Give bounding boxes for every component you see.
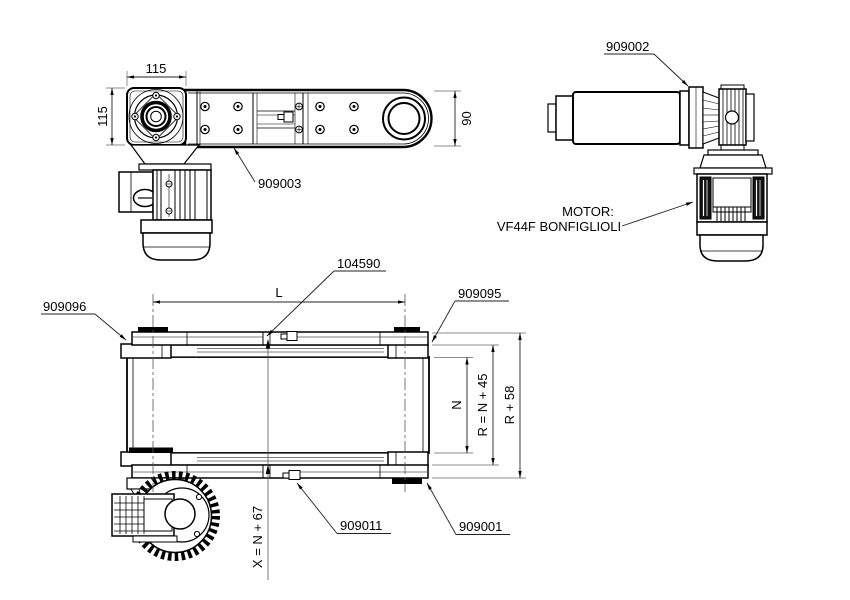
bolt-hole (315, 124, 325, 135)
right-bottom-callout: 909001 (426, 482, 510, 535)
bolt-hole (349, 101, 359, 112)
motor-neck (129, 144, 201, 165)
dimension-overall-width: X = N + 67 (250, 339, 271, 580)
screw-cross (295, 102, 303, 111)
dim-overall-width-text: X = N + 67 (250, 506, 265, 568)
gearbox-front (126, 87, 187, 146)
bottom-cross-rail (131, 464, 429, 479)
arm-callout: 909003 (233, 147, 301, 191)
coupling-callout-text: 909002 (606, 39, 649, 54)
motor-flange (138, 163, 212, 171)
view-conveyor-plan: L X = N + 67 N R = N + 45 R + 58 (41, 256, 526, 580)
right-top-callout: 909095 (431, 286, 509, 343)
dim-length-text: L (275, 285, 282, 300)
view-roller-drive-side: 909002 MOTOR: VF44F BONFIGLIOLI (497, 39, 773, 262)
dim-roller-width-text: R = N + 45 (475, 374, 490, 437)
right-top-callout-text: 909095 (458, 286, 501, 301)
rail-cap-br (392, 478, 422, 484)
bolt-hole (233, 101, 243, 112)
dimension-inner-width: N (434, 357, 473, 454)
motor-side-ribs (716, 207, 746, 221)
corner-block-tr (387, 343, 429, 359)
motor-note: MOTOR: VF44F BONFIGLIOLI (497, 201, 694, 234)
bolt-hole (200, 124, 210, 135)
right-bottom-callout-text: 909001 (459, 519, 502, 534)
roller-shell (572, 91, 681, 145)
dimension-frame-width: R + 58 (432, 332, 526, 479)
flange-bolt (131, 112, 139, 121)
assembly-callout-text: 104590 (337, 256, 380, 271)
hub-ring-inner (145, 106, 167, 127)
bolt-hole (200, 101, 210, 112)
rail-cap-tl (138, 327, 168, 333)
dimension-arm-height: 90 (434, 90, 474, 147)
corner-block-br (387, 451, 429, 467)
screw-cross (295, 125, 303, 134)
motor-side-end-cap (699, 234, 764, 262)
roller-cylinder (547, 91, 681, 145)
hub-ring (140, 100, 172, 133)
pin-callout-text: 909011 (340, 518, 382, 533)
belt-surface (126, 356, 430, 454)
view-drive-head-front: 115 115 90 909003 (95, 61, 474, 261)
pin-callout: 909011 (296, 482, 391, 534)
coupling-flange (679, 86, 704, 149)
top-pin (280, 331, 298, 341)
flange-bolt (152, 133, 160, 142)
dim-inner-width-text: N (449, 400, 464, 409)
rail-cap-bl (129, 447, 173, 453)
motor-note-line2: VF44F BONFIGLIOLI (497, 219, 621, 234)
dim-width-text: 115 (146, 61, 167, 76)
dim-height-text: 115 (95, 106, 110, 127)
bottom-pin (282, 470, 301, 480)
drive-arm (183, 88, 433, 149)
top-rail (120, 327, 429, 359)
motor-end-cap (142, 232, 211, 261)
rail-cap-tr (394, 327, 420, 333)
left-end-callout-text: 909096 (43, 299, 86, 314)
motor-side (693, 149, 773, 262)
dim-frame-width-text: R + 58 (502, 386, 517, 425)
bottom-rail (120, 447, 429, 484)
motor-adapter (699, 154, 767, 169)
motor-screw (165, 207, 173, 215)
coupling-callout: 909002 (604, 39, 689, 87)
dim-arm-height-text: 90 (459, 111, 474, 125)
bolt-hole (349, 124, 359, 135)
dimension-length: L (153, 285, 405, 304)
corner-block-tl (120, 343, 172, 359)
arm-bolt-holes (200, 101, 359, 135)
flange-bolt (152, 91, 160, 100)
plan-shaft-circle (164, 498, 196, 530)
arm-telescopic-section (252, 93, 309, 144)
dimension-gearbox-width: 115 (126, 61, 187, 86)
gearbox-face-circle (128, 89, 184, 144)
assembly-callout: 104590 (266, 256, 386, 337)
worm-gearbox-side (702, 84, 755, 151)
motor-body (152, 169, 212, 221)
fan-tooth-ring (130, 471, 220, 561)
plan-drive-motor (111, 471, 220, 561)
arm-pin (277, 111, 294, 123)
motor-cap-ring (140, 219, 213, 234)
bolt-hole (233, 124, 243, 135)
bolt-hole (315, 101, 325, 112)
top-cross-rail (131, 331, 429, 346)
dimension-gearbox-height: 115 (95, 87, 125, 146)
arm-callout-text: 909003 (258, 176, 301, 191)
gearbox-fan (702, 91, 720, 145)
gearbox-shaft-hole (724, 110, 740, 125)
arm-end-hole (382, 96, 426, 141)
motor-fins (156, 170, 208, 220)
flange-bolt (173, 112, 181, 121)
corner-block-bl (120, 451, 172, 467)
motor-screw (165, 180, 173, 188)
motor-front (118, 144, 213, 261)
motor-note-line1: MOTOR: (562, 204, 614, 219)
dimension-roller-width: R = N + 45 (432, 344, 499, 466)
shaft-bore (150, 110, 162, 123)
left-end-callout: 909096 (41, 299, 127, 341)
